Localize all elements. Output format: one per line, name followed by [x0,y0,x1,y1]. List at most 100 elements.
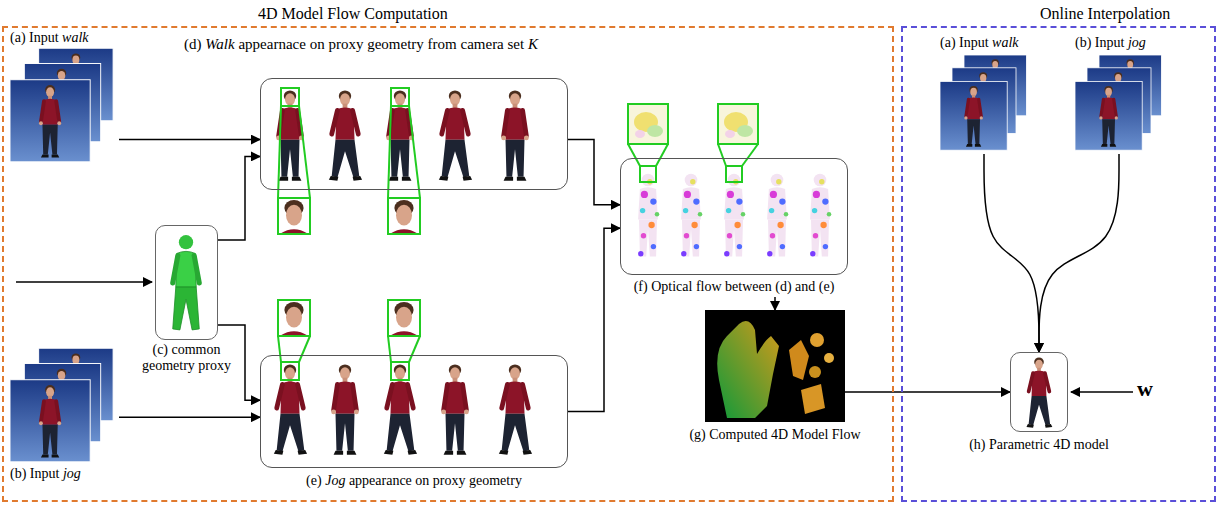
zoom-line [409,336,420,362]
flow-figure [638,174,659,257]
inset-border [628,104,668,144]
actor [331,364,359,454]
flow-arrow [1039,154,1119,352]
flow-region [824,353,834,363]
appearance-panel: (d) Walk appearnace on proxy geometry fr… [260,78,568,190]
flow-arrow [119,416,260,418]
input-frames: (a) Input walk [10,48,115,163]
zoom-line [409,106,420,198]
actor [441,364,469,454]
actor [501,90,529,180]
emphasis: jog [63,466,81,481]
zoom-box [391,362,409,380]
zoom-marks [628,104,758,182]
flow-region [789,340,809,380]
input-arrow [16,281,152,283]
model-flow-image: (g) Computed 4D Model Flow [705,310,845,422]
input-frames-picture [940,55,1026,150]
optical-flow-panel: (f) Optical flow between (d) and (e) [620,158,848,275]
zoom-line [388,336,391,362]
actor [499,364,532,454]
actor [274,364,307,454]
input-frames: (b) Input jog [1075,55,1163,151]
caption: (f) Optical flow between (d) and (e) [634,279,835,295]
caption: (a) Input walk [940,35,1019,51]
flow-arrow [845,391,1010,393]
actor [329,90,362,180]
flow-region [810,333,824,347]
caption: (b) Input jog [10,466,81,482]
zoom-line [718,144,726,166]
jog-renderings [274,364,532,454]
zoom-box [726,166,742,182]
zoom-line [278,106,281,198]
flow-figure [810,174,831,257]
flow-inset [718,104,758,144]
emphasis: K [528,36,538,52]
face-inset [278,300,310,335]
zoom-box [281,88,299,106]
actor [384,364,417,454]
flow-region [801,384,825,414]
flow-arrow [984,154,1039,352]
zoom-line [742,144,758,166]
emphasis: walk [992,35,1018,50]
caption: 4D Model Flow Computation [258,5,448,23]
input-frames-picture [10,48,113,162]
zoom-box [281,362,299,380]
inset-border [718,104,758,144]
zoom-line [278,336,281,362]
parametric-model: (h) Parametric 4D model [1010,352,1068,432]
caption: (b) Input jog [1075,35,1146,51]
zoom-line [299,106,310,198]
face-inset [388,198,420,233]
zoom-line [388,106,391,198]
caption: (e) Jog appearance on proxy geometry [306,473,522,489]
inset-border [278,300,310,336]
zoom-marks [278,336,420,380]
emphasis: walk [62,30,88,45]
walk-renderings [276,90,529,180]
flow-arrow [774,297,776,310]
input-frames-picture [10,348,113,462]
stage-region: Online Interpolation(a) Input walk(b) In… [903,28,1214,500]
face-inset [278,198,310,233]
inset-border [388,300,420,336]
input-frames: (b) Input jog [10,348,115,463]
emphasis: Walk [205,36,234,52]
zoom-line [628,144,640,166]
flow-arrow [568,228,620,411]
flow-region [717,321,779,418]
zoom-line [299,336,310,362]
caption: (c) common geometry proxy [135,342,239,374]
zoom-box [391,88,409,106]
caption: (h) Parametric 4D model [969,437,1109,453]
inset-border [388,198,420,234]
flow-ground [705,310,845,422]
model-flow-picture [705,310,845,422]
inset-border [278,198,310,234]
caption: (a) Input walk [10,30,89,46]
flow-arrow [568,140,620,205]
weight-arrow [1071,391,1133,393]
input-frames: (a) Input walk [940,55,1028,151]
flow-inset [628,104,668,144]
flow-arrow [119,139,260,141]
caption: (g) Computed 4D Model Flow [689,427,860,443]
zoom-line [656,144,668,166]
geometry-proxy: (c) common geometry proxy [155,225,218,340]
input-frames-picture [1075,55,1161,150]
flow-figure [681,174,702,257]
flow-figure [767,174,788,257]
appearance-panel: (e) Jog appearance on proxy geometry [260,355,568,468]
zoom-marks [278,88,420,198]
zoom-box [640,166,656,182]
flow-renderings [638,174,831,257]
flow-figure [724,174,745,257]
face-inset [388,300,420,335]
caption: Online Interpolation [1040,5,1170,23]
emphasis: Jog [325,473,345,488]
